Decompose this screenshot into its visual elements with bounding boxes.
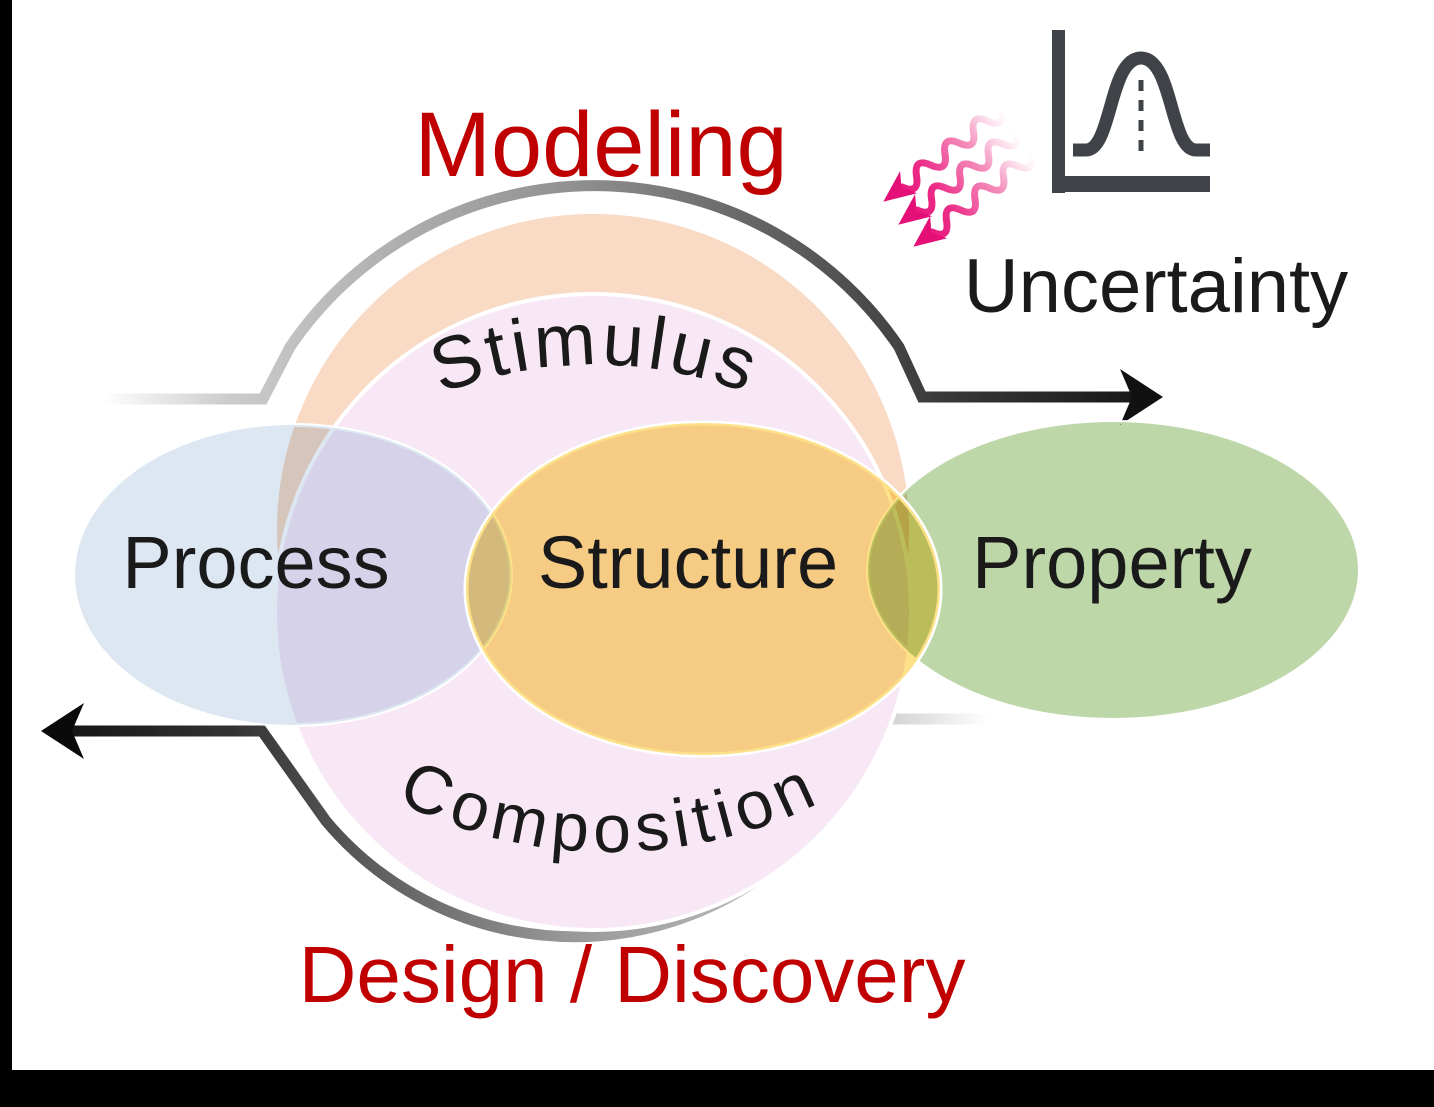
modeling-label: Modeling xyxy=(414,94,787,196)
property-ellipse xyxy=(868,422,1358,718)
uncertainty-label: Uncertainty xyxy=(964,244,1348,329)
uncertainty-waves-icon xyxy=(875,99,1041,258)
frame-left xyxy=(0,0,12,1107)
structure-label: Structure xyxy=(538,521,838,604)
structure-ellipse xyxy=(466,423,940,755)
property-label: Property xyxy=(972,521,1252,604)
design-flow-arrowhead-icon xyxy=(41,703,84,759)
process-label: Process xyxy=(122,521,389,604)
modeling-flow-arrowhead-icon xyxy=(1120,369,1163,425)
design-discovery-label: Design / Discovery xyxy=(299,930,966,1019)
modeling-flow-arc xyxy=(103,180,1132,405)
frame-bottom xyxy=(0,1070,1434,1107)
process-ellipse xyxy=(75,425,511,725)
distribution-icon xyxy=(1052,30,1210,193)
